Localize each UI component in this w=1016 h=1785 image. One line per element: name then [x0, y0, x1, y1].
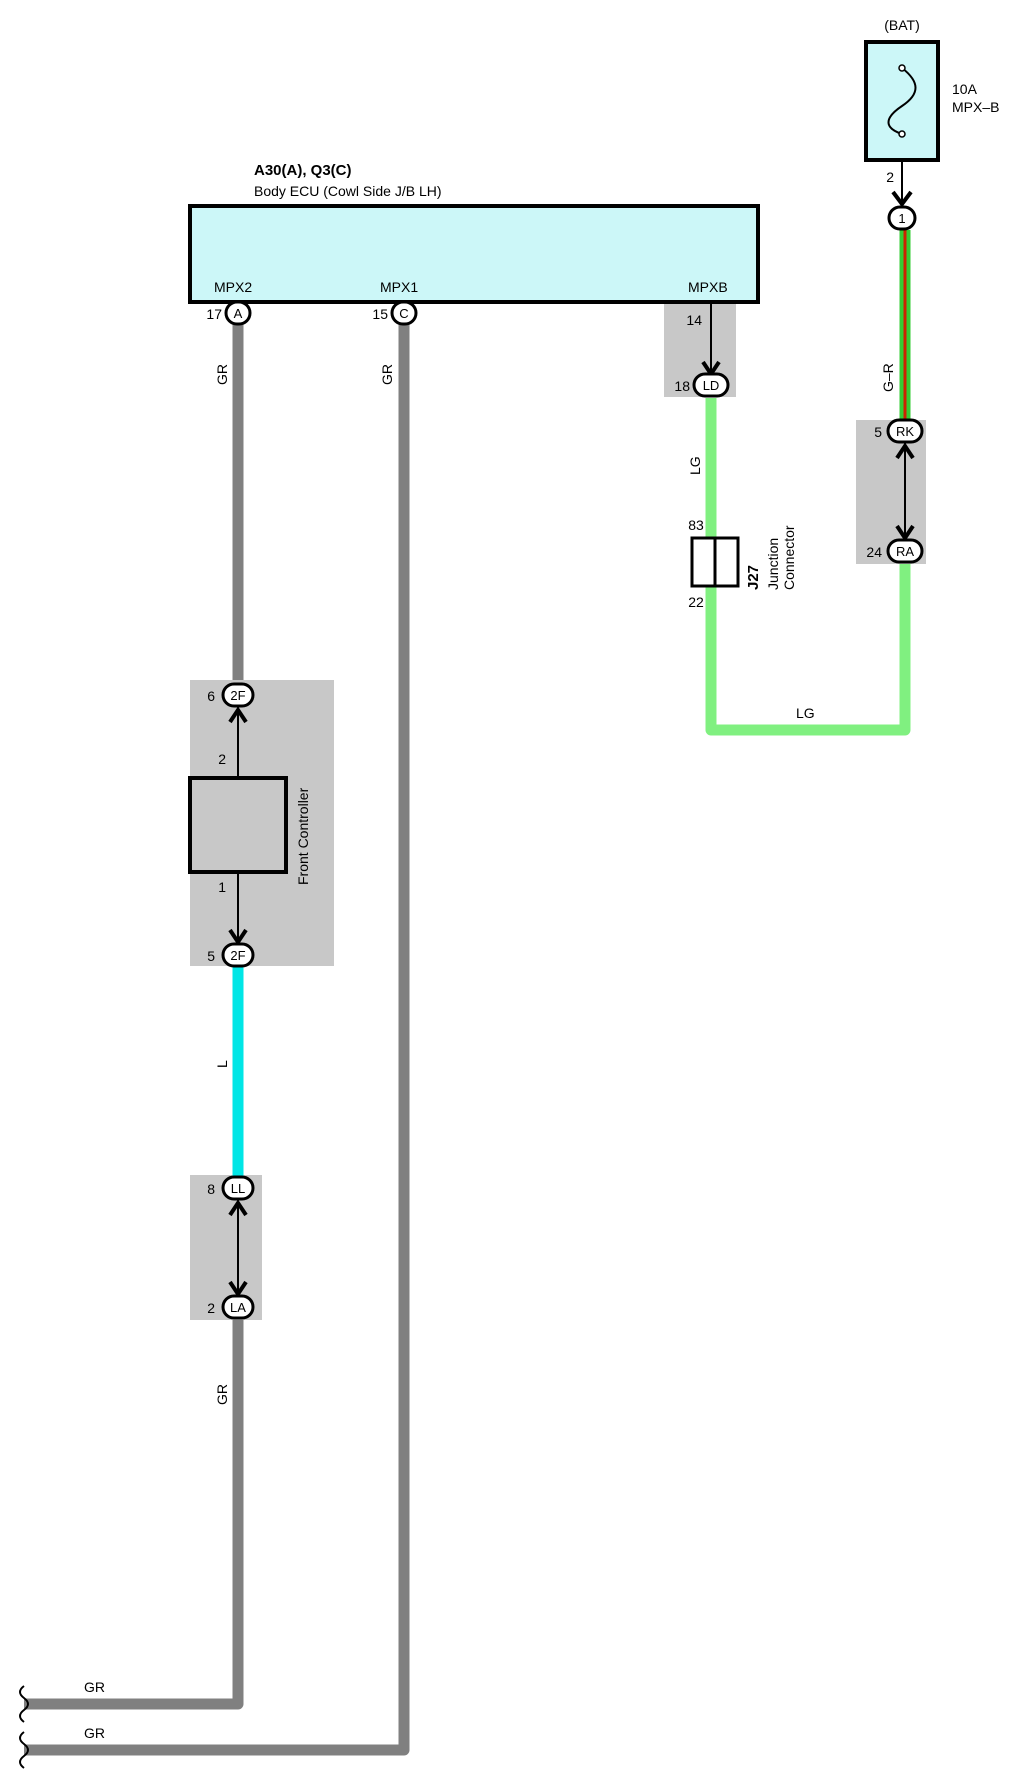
connector-2f-bottom [221, 942, 255, 968]
front-controller-name: Front Controller [295, 787, 311, 885]
connector-la-pin: 2 [207, 1300, 215, 1316]
arrow-2f-down [228, 928, 248, 946]
ecu-pin-label-mpx2: MPX2 [214, 279, 252, 295]
terminal-a [224, 300, 252, 326]
fuse-source: (BAT) [884, 17, 920, 33]
connector-ra [886, 538, 924, 564]
terminal-c [390, 300, 418, 326]
junction-pin-bottom: 22 [688, 594, 704, 610]
terminal-c-pin: 15 [372, 306, 388, 322]
wire-label-lg-vertical: LG [687, 456, 703, 475]
connector-ld-code: LD [703, 378, 720, 393]
fuse-icon [887, 67, 917, 135]
arrow-ll-up [228, 1199, 248, 1217]
connector-la [221, 1294, 255, 1320]
wire-label-g-r: G–R [880, 363, 896, 392]
wire-label-gr-mpx2-top: GR [214, 364, 230, 385]
front-controller-pin-bottom: 1 [218, 879, 226, 895]
junction-id: J27 [745, 565, 762, 590]
wire-label-gr-out-2: GR [84, 1725, 105, 1741]
arrow-la-down [228, 1280, 248, 1298]
connector-la-code: LA [230, 1300, 246, 1315]
connector-ra-pin: 24 [866, 544, 882, 560]
fuse-name: MPX–B [952, 99, 999, 115]
connector-2f-bottom-pin: 5 [207, 948, 215, 964]
connector-ld [692, 372, 730, 398]
ecu-connector-codes: A30(A), Q3(C) [254, 162, 352, 179]
fuse-pin: 2 [886, 169, 894, 185]
mpxb-pin: 14 [686, 312, 702, 328]
ecu-pin-label-mpxb: MPXB [688, 279, 728, 295]
junction-name-line2: Connector [781, 525, 797, 590]
arrow-2f-up [228, 706, 248, 724]
front-controller-pin-top: 2 [218, 751, 226, 767]
connector-rk-code: RK [896, 424, 914, 439]
connector-ld-pin: 18 [674, 378, 690, 394]
ecu-pin-label-mpx1: MPX1 [380, 279, 418, 295]
arrow-ra-down [895, 524, 915, 542]
arrow-fuse-down [891, 190, 913, 208]
junction-pin-top: 83 [688, 517, 704, 533]
terminal-c-code: C [399, 306, 408, 321]
connector-2f-top-code: 2F [230, 688, 245, 703]
break-mark-2 [19, 1731, 29, 1769]
terminal-a-code: A [234, 306, 243, 321]
fuse-terminal-bottom [898, 130, 906, 138]
body-ecu-box [188, 204, 760, 304]
connector-ll-pin: 8 [207, 1181, 215, 1197]
ecu-name: Body ECU (Cowl Side J/B LH) [254, 183, 442, 199]
wire-gr-mpx2-bottom [24, 1320, 244, 1710]
connector-2f-bottom-code: 2F [230, 948, 245, 963]
arrow-rk-up [895, 442, 915, 460]
junction-name-line1: Junction [765, 538, 781, 590]
fuse-terminal-top [898, 64, 906, 72]
wire-gr-mpx1 [24, 322, 410, 1756]
shade-ll-la-group [190, 1175, 262, 1320]
connector-2f-top-pin: 6 [207, 688, 215, 704]
wire-label-l: L [214, 1060, 230, 1068]
connector-ll-code: LL [231, 1181, 245, 1196]
fuse-box [864, 40, 940, 162]
wire-label-gr-mpx2-bottom: GR [214, 1384, 230, 1405]
connector-rk-pin: 5 [874, 424, 882, 440]
break-mark-1 [19, 1685, 29, 1723]
front-controller-box [188, 776, 288, 874]
connector-fuse-out-code: 1 [898, 211, 905, 226]
fuse-rating: 10A [952, 81, 978, 97]
connector-fuse-out [887, 205, 917, 231]
terminal-a-pin: 17 [206, 306, 222, 322]
wire-label-gr-mpx1: GR [379, 364, 395, 385]
connector-ra-code: RA [896, 544, 914, 559]
wire-label-gr-out-1: GR [84, 1679, 105, 1695]
wire-label-lg-horizontal: LG [796, 705, 815, 721]
